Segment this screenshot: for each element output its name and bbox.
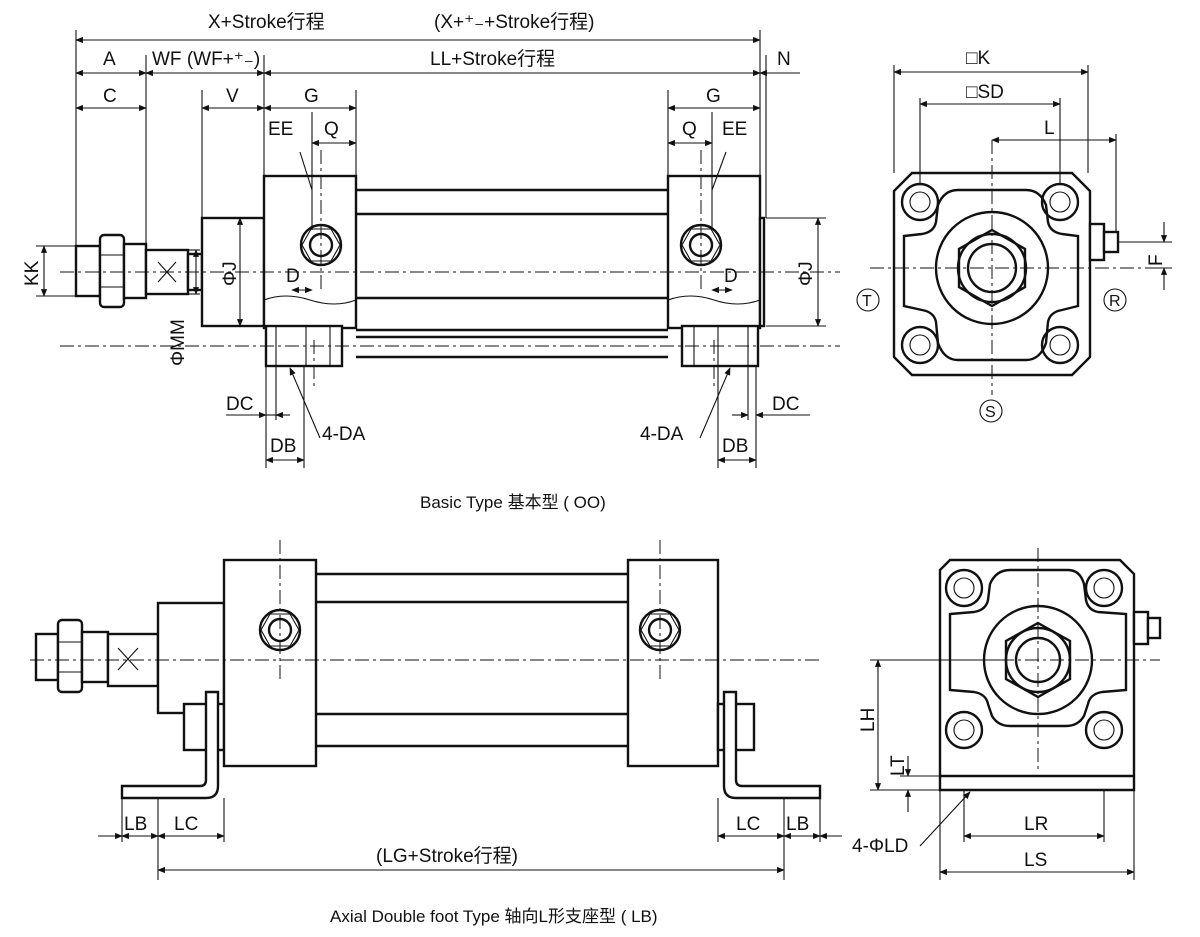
lb-right-foot [722,690,822,800]
label-c: C [103,86,117,107]
port-mark-r [1103,288,1127,312]
label-ls: LS [1024,850,1047,871]
label-db-right: DB [722,436,748,457]
label-l: L [1044,118,1055,139]
basic-type-end-view: □K □SD L F T R S [856,48,1172,423]
label-lg-stroke: (LG+Stroke行程) [376,845,518,867]
label-dc-right: DC [772,394,799,415]
lb-right-block [626,558,720,768]
extension-lines [36,30,826,468]
label-q-left: Q [324,119,339,140]
label-lh: LH [858,708,879,732]
label-q-right: Q [682,119,697,140]
left-end-block [262,174,358,330]
label-s-mark: S [985,404,996,421]
label-dc-left: DC [226,394,253,415]
label-da-left: 4-DA [322,424,366,445]
label-g-left: G [304,86,319,107]
label-da-right: 4-DA [640,424,684,445]
basic-type-side-view: X+Stroke行程 (X+⁺₋+Stroke行程) A WF (WF+⁺₋) … [22,11,840,468]
lb-type-side-view: LB LC LC LB (LG+Stroke行程) [30,540,842,880]
label-d-left: D [286,266,300,287]
lb-type-end-view: LH LT 4-ΦLD LR LS [852,548,1162,880]
barrel [356,188,668,359]
label-d-right: D [724,266,738,287]
label-ee-right: EE [722,119,747,140]
lb-left-foot [120,690,220,800]
label-phi-mm: ΦMM [168,319,189,366]
label-x-stroke-paren: (X+⁺₋+Stroke行程) [434,11,595,33]
label-ll-stroke: LL+Stroke行程 [430,48,555,70]
label-phi-j-left: ΦJ [220,261,241,286]
label-lb-left: LB [124,814,147,835]
label-ld: 4-ΦLD [852,836,908,857]
label-kk: KK [22,260,43,286]
label-f: F [1146,254,1167,266]
lb-rod-end [34,618,160,694]
label-a: A [103,49,116,70]
label-v: V [226,86,239,107]
label-db-left: DB [270,436,296,457]
label-lb-right: LB [786,814,809,835]
label-wf: WF (WF+⁺₋) [152,49,260,70]
right-end-block [666,174,766,330]
label-g-right: G [706,86,721,107]
rod-end-nut [74,233,204,309]
label-sd: □SD [966,82,1004,103]
dimension-lines [40,36,822,464]
label-ee-left: EE [268,119,293,140]
lb-left-block [222,558,318,768]
label-lc-left: LC [174,814,198,835]
label-n: N [777,49,791,70]
caption-lb-type: Axial Double foot Type 轴向L形支座型 ( LB) [330,907,658,926]
label-r-mark: R [1109,293,1121,310]
label-lr: LR [1024,814,1048,835]
caption-basic-type: Basic Type 基本型 ( OO) [420,493,606,512]
label-k: □K [966,48,990,69]
label-x-stroke: X+Stroke行程 [208,11,325,33]
label-lc-right: LC [736,814,760,835]
label-t-mark: T [862,293,872,310]
label-phi-j-right: ΦJ [796,261,817,286]
port-mark-t [856,288,880,312]
port-mark-s [979,399,1003,423]
label-lt: LT [888,755,909,776]
